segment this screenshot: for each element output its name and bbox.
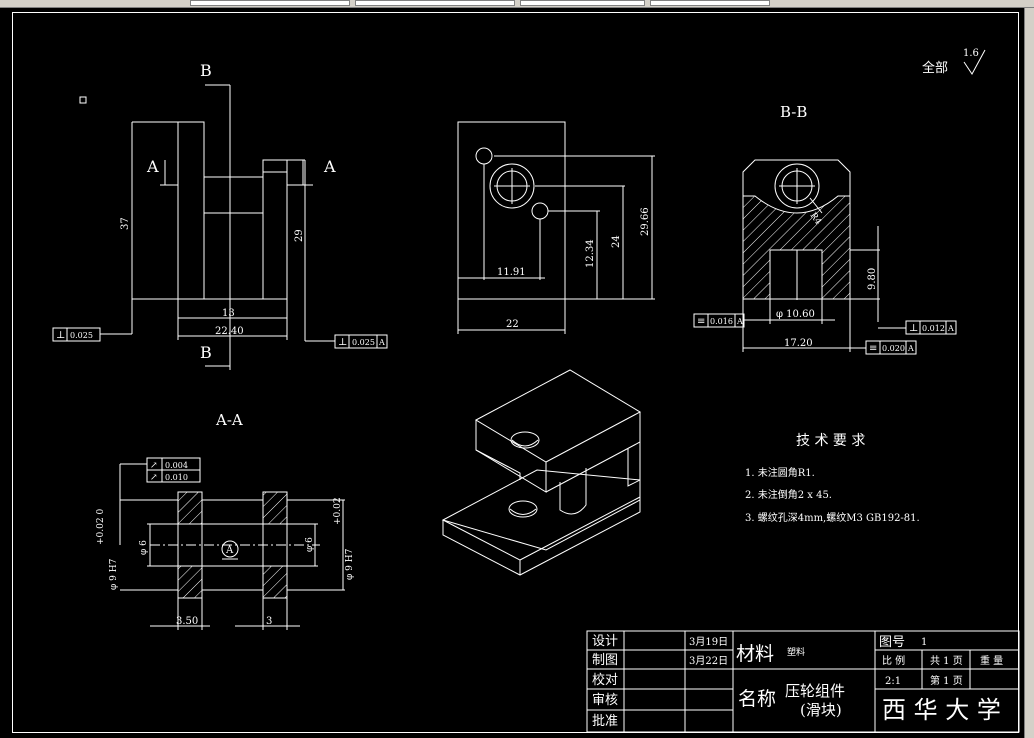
row-label-1: 设计 (592, 634, 618, 649)
tech-item-1: 1. 未注圆角R1. (745, 466, 815, 479)
dim-left-d: φ 9 H7 (109, 558, 119, 590)
name-value-2: (滑块) (800, 701, 842, 719)
svg-text:A: A (736, 317, 743, 326)
svg-text:↗: ↗ (150, 473, 158, 483)
dim-w2: 3 (266, 616, 272, 627)
section-bb-view: B-B R4 9.80 φ 10.60 17.20 ≡ 0.016 A ⊥ 0.… (693, 103, 957, 355)
dim-right-tol: +0.02 (333, 497, 343, 525)
dim-width: 22.40 (215, 326, 244, 337)
tech-title: 技 术 要 求 (796, 433, 865, 449)
dim-h: 9.80 (867, 268, 878, 290)
datum-a: A (378, 338, 385, 347)
marker-square (79, 96, 87, 104)
runout1: 0.004 (165, 461, 188, 470)
top-view: 11.91 12.34 24 29.66 22 (457, 121, 655, 334)
name-label: 名称 (738, 688, 776, 710)
isometric-view (441, 369, 642, 576)
row-label-3: 校对 (592, 672, 618, 688)
vertical-scrollbar[interactable] (1024, 8, 1034, 738)
tech-item-2: 2. 未注倒角2 x 45. (745, 488, 832, 501)
dim-w: 22 (506, 319, 519, 330)
name-value-1: 压轮组件 (785, 682, 845, 700)
dim-h3: 29.66 (640, 207, 651, 236)
section-aa-view: A-A A ↗ ↗ 0.004 0.010 +0.02 0 φ 9 H7 φ 6… (96, 411, 355, 630)
svg-text:A: A (907, 344, 914, 353)
dim-width-inner: 13 (222, 308, 235, 319)
weight-label: 重 量 (980, 654, 1003, 667)
dim-w: 17.20 (784, 338, 813, 349)
dim-w1: 3.50 (176, 616, 198, 627)
drawing-no: 1 (921, 637, 927, 648)
material-label: 材料 (736, 643, 774, 665)
school-name: 西 华 大 学 (882, 696, 1001, 724)
dim-bore: φ 6 (139, 540, 149, 555)
row-label-2: 制图 (592, 653, 618, 668)
scale-value: 2:1 (885, 676, 901, 687)
toolbar-field[interactable] (355, 0, 515, 6)
dim-h1: 12.34 (585, 239, 596, 268)
roughness-label: 全部 (922, 60, 948, 76)
sym-left: 0.016 (710, 317, 733, 326)
svg-text:⊥: ⊥ (338, 337, 347, 348)
svg-text:≡: ≡ (869, 343, 877, 354)
toolbar-field[interactable] (190, 0, 350, 6)
scale-label: 比 例 (882, 654, 905, 667)
dim-height: 37 (120, 217, 131, 230)
dim-h2: 24 (611, 235, 622, 248)
runout2: 0.010 (165, 473, 188, 482)
dim-inner: 29 (294, 229, 305, 242)
section-a-label-left: A (146, 157, 159, 176)
dim-bore: φ 10.60 (776, 309, 815, 320)
date-2: 3月22日 (689, 655, 728, 667)
tol-left: 0.025 (70, 331, 93, 340)
toolbar-field[interactable] (520, 0, 645, 6)
row-label-4: 审核 (592, 693, 618, 708)
dim-right-d: φ 9 H7 (345, 548, 355, 580)
svg-text:⊥: ⊥ (909, 323, 918, 334)
material-value: 塑料 (787, 646, 805, 658)
drawing-border (12, 12, 1019, 733)
title-block: 设计 制图 校对 审核 批准 3月19日 3月22日 材料 塑料 名称 压轮组件… (586, 630, 1020, 733)
section-b-label-top: B (200, 61, 212, 80)
dim-bore2: φ 6 (305, 537, 315, 552)
toolbar-strip (0, 0, 1034, 8)
section-aa-title: A-A (215, 411, 243, 429)
tol-right: 0.025 (352, 338, 375, 347)
sym-bottom: 0.020 (882, 344, 905, 353)
date-1: 3月19日 (689, 636, 728, 648)
sheets-total: 共 1 页 (930, 655, 963, 667)
tech-requirements: 技 术 要 求 1. 未注圆角R1. 2. 未注倒角2 x 45. 3. 螺纹孔… (745, 433, 920, 524)
sheet-no: 第 1 页 (930, 674, 963, 687)
svg-text:A: A (225, 545, 234, 556)
section-b-label-bottom: B (200, 343, 212, 362)
svg-text:≡: ≡ (697, 316, 705, 327)
front-view: B B A A 37 29 13 22.40 ⊥ 0.025 ⊥ 0.0 (52, 61, 388, 370)
svg-text:↗: ↗ (150, 461, 158, 471)
roughness-symbol (963, 49, 986, 75)
dim-left-tol: +0.02 0 (96, 509, 106, 545)
roughness-value: 1.6 (963, 48, 979, 59)
svg-text:⊥: ⊥ (56, 330, 65, 341)
perp-right: 0.012 (922, 324, 945, 333)
drawing-no-label: 图号 (879, 635, 905, 650)
tech-item-3: 3. 螺纹孔深4mm,螺纹M3 GB192-81. (745, 511, 920, 524)
section-bb-title: B-B (780, 103, 807, 121)
dim-x: 11.91 (497, 267, 526, 278)
row-label-5: 批准 (592, 714, 618, 729)
svg-text:A: A (947, 324, 954, 333)
toolbar-field[interactable] (650, 0, 770, 6)
section-a-label-right: A (323, 157, 336, 176)
